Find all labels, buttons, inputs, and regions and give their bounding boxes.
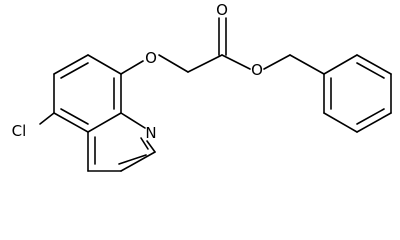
bond [53, 112, 89, 133]
atom-label-o-ester: O [251, 61, 263, 79]
bond-c-o-ester [221, 54, 251, 70]
bond-o-ch2 [158, 54, 189, 73]
atom-label-o-ether: O [145, 49, 157, 67]
bond-ch2-phenyl [289, 54, 325, 75]
bond [146, 140, 156, 153]
atom-label-o-carbonyl: O [216, 1, 228, 19]
bond [87, 54, 122, 75]
double-bond-inner [356, 108, 385, 125]
double-bond-inner [60, 62, 89, 79]
benzene-ring [323, 54, 392, 133]
double-bond-inner [118, 154, 147, 165]
double-bond-inner [140, 137, 149, 150]
bond [120, 151, 156, 172]
bond [323, 54, 358, 75]
bond [356, 112, 392, 133]
bond [53, 54, 89, 75]
bond-c-o-ether [120, 60, 144, 75]
bond-ch2-c-carbonyl [187, 54, 223, 73]
bond [323, 112, 358, 133]
bond [120, 112, 146, 129]
quinoline-ring [53, 54, 156, 172]
bond-c-cl [39, 112, 55, 125]
chemical-structure: Cl N O O O [12, 1, 392, 172]
bond [356, 54, 392, 75]
atom-label-cl: Cl [12, 122, 27, 140]
double-bond-inner [60, 108, 89, 125]
atom-label-n: N [145, 124, 156, 142]
bond [87, 112, 122, 133]
bond-o-ch2-benzyl [263, 54, 291, 70]
double-bond-inner [356, 62, 385, 79]
